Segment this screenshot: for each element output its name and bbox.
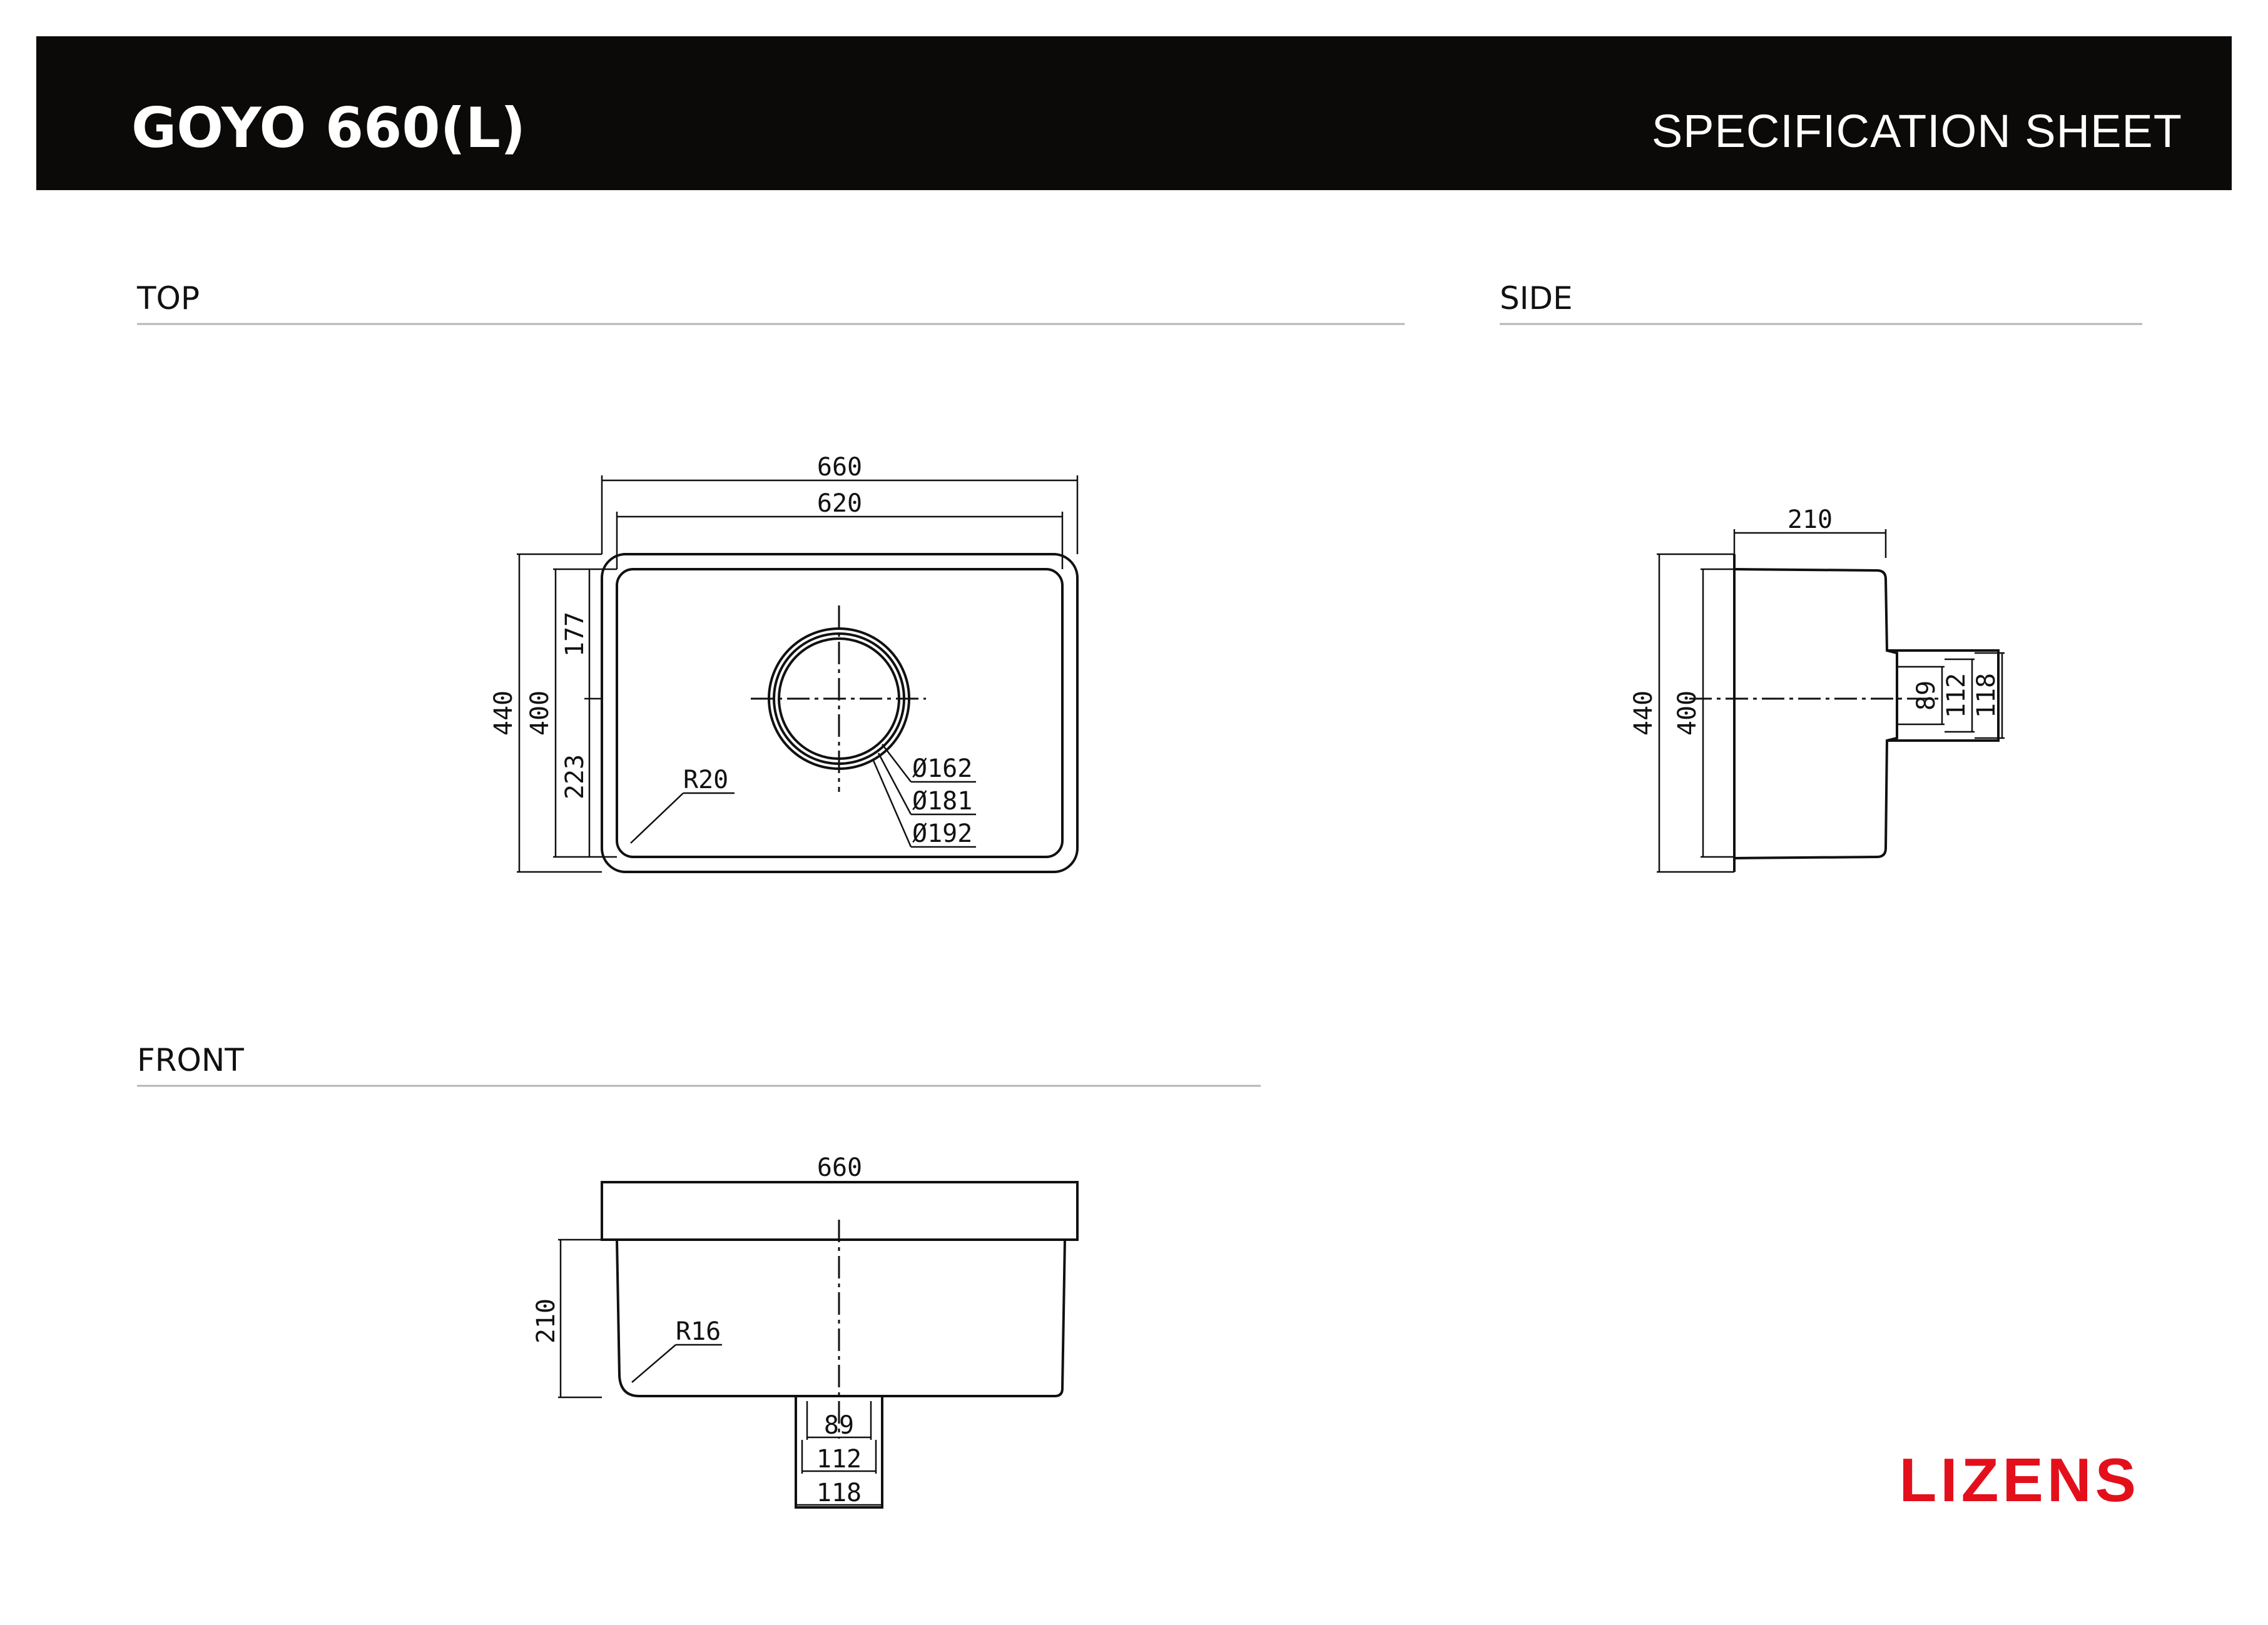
dim-drain-dia-192: Ø192 [912, 819, 972, 848]
dim-front-drain-89: 89 [824, 1411, 854, 1440]
r16-leader [631, 1344, 676, 1383]
dia181-leader [877, 752, 912, 815]
top-view-drawing: 660 620 440 400 177 223 R20 Ø162 Ø181 [489, 453, 1079, 873]
front-drain-outline [795, 1396, 883, 1509]
dim-top-overall-depth: 440 [489, 691, 518, 736]
front-basin-outline [616, 1239, 1066, 1397]
front-view-drawing: 660 210 R16 89 112 118 [532, 1153, 1079, 1509]
top-outer-outline [601, 553, 1079, 873]
document-type: SPECIFICATION SHEET [1652, 105, 2182, 157]
section-front-heading: FRONT [137, 1042, 1261, 1087]
dim-front-drain-118: 118 [816, 1479, 862, 1507]
dim-drain-dia-181: Ø181 [912, 787, 972, 816]
product-title: GOYO 660(L) [131, 96, 526, 160]
dim-front-overall-width: 660 [817, 1153, 862, 1182]
dim-side-drain-89: 89 [1912, 681, 1941, 711]
section-front-label: FRONT [137, 1042, 244, 1078]
section-top-heading: TOP [136, 280, 1405, 325]
header-background [36, 36, 2232, 190]
dim-drain-offset-top: 177 [561, 612, 589, 657]
header-bar: GOYO 660(L) SPECIFICATION SHEET [36, 36, 2232, 190]
dim-front-height: 210 [532, 1298, 561, 1344]
brand-logo: LIZENS [1899, 1445, 2140, 1514]
dim-side-inner-depth: 400 [1673, 691, 1702, 736]
dim-drain-offset-bottom: 223 [561, 754, 589, 799]
dim-side-drain-112: 112 [1942, 673, 1971, 718]
section-side-heading: SIDE [1500, 280, 2142, 325]
section-side-label: SIDE [1500, 280, 1573, 316]
dim-side-overall-depth: 440 [1629, 691, 1658, 736]
dia192-leader [872, 760, 912, 848]
side-drain-stub [1887, 649, 2000, 742]
dim-side-drain-118: 118 [1972, 673, 2001, 718]
dim-top-inner-width: 620 [817, 489, 862, 518]
side-view-drawing: 210 440 400 89 112 118 [1629, 505, 2005, 873]
side-basin-outline [1734, 568, 1898, 859]
dim-top-inner-depth: 400 [526, 691, 554, 736]
dim-top-overall-width: 660 [817, 453, 862, 482]
dia162-leader [882, 744, 912, 782]
section-top-label: TOP [136, 280, 200, 316]
dim-front-corner-radius: R16 [676, 1317, 721, 1346]
r20-leader [630, 792, 684, 844]
top-inner-outline [616, 568, 1064, 858]
dim-top-corner-radius: R20 [683, 766, 728, 794]
dim-side-height: 210 [1787, 505, 1833, 534]
dim-drain-dia-162: Ø162 [912, 754, 972, 783]
dim-front-drain-112: 112 [816, 1445, 862, 1474]
